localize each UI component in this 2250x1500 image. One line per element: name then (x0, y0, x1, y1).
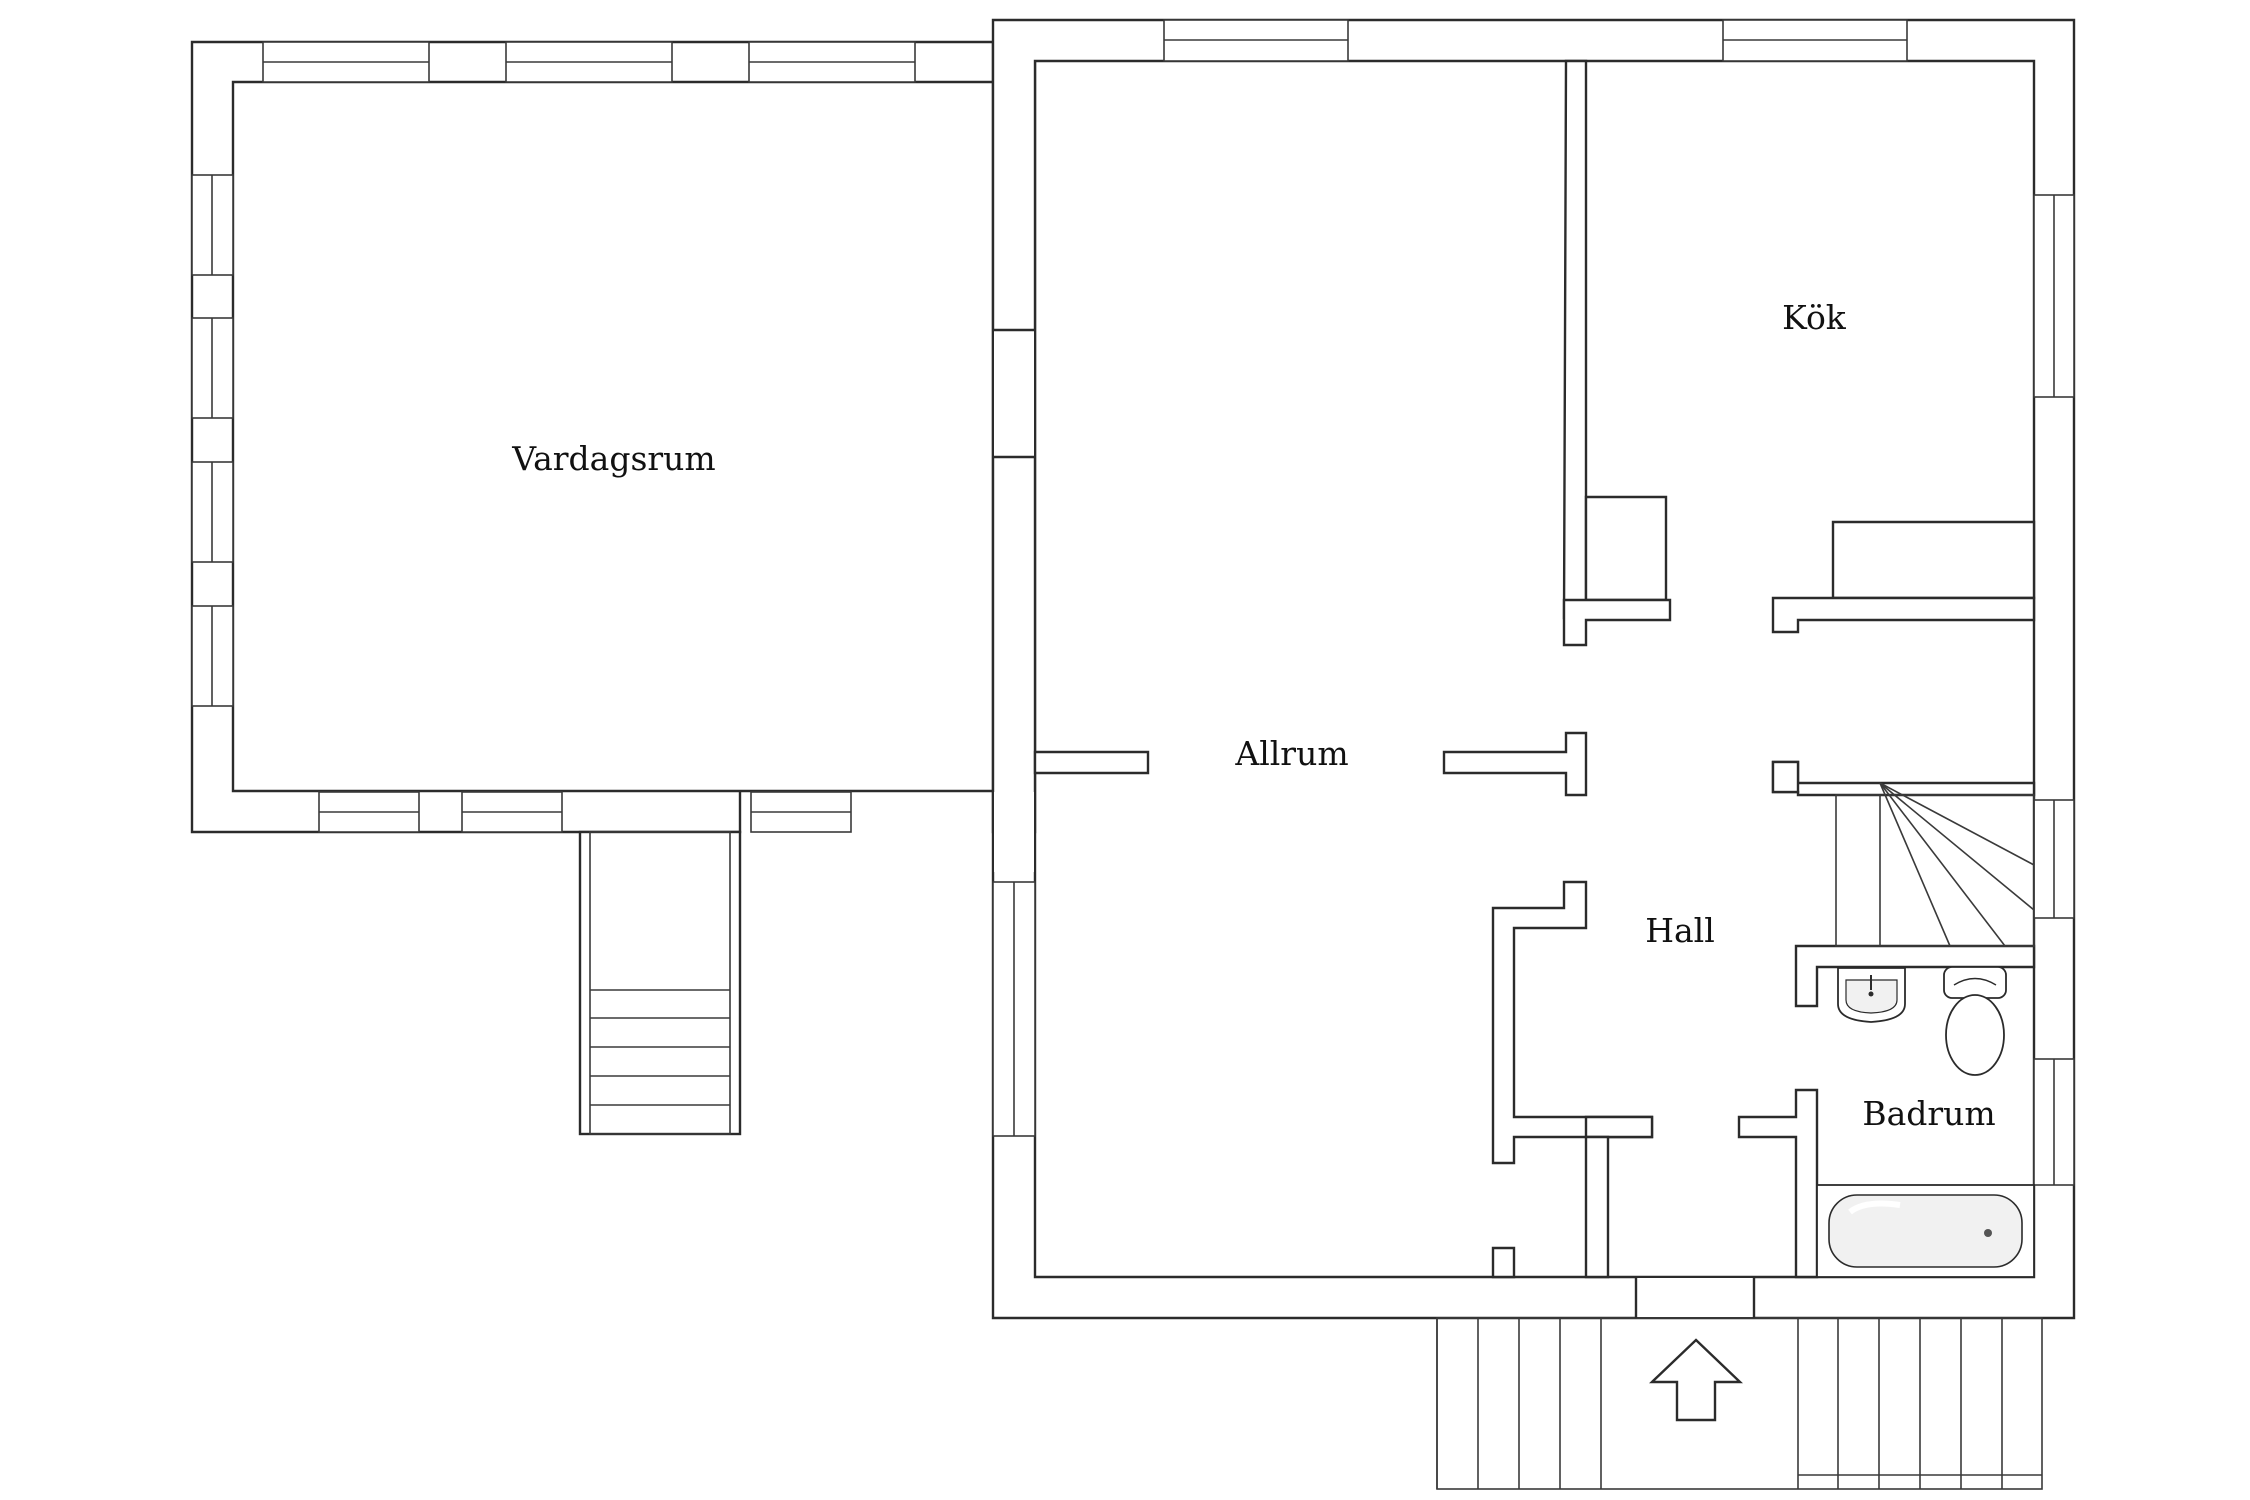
wall-hall-bottom-left (1584, 1115, 1654, 1139)
wall-allrum-bottom-stub (1491, 1246, 1516, 1279)
room-label-allrum: Allrum (1234, 734, 1348, 773)
wall-stair-top (1771, 760, 2036, 797)
stair-outline (1835, 794, 2035, 947)
toilet-icon (1943, 966, 2007, 1076)
stair-step (1879, 782, 2035, 911)
opening-vardagsrum-allrum (994, 331, 1034, 457)
stair-step (1879, 782, 2006, 947)
stair-frame (578, 830, 742, 1136)
kok-counter (1831, 520, 2036, 600)
vardagsrum-outer-wall (190, 40, 1037, 834)
stair-inner (589, 831, 731, 1135)
stair-step (1879, 782, 1951, 947)
windows (191, 19, 2075, 1186)
wall-allrum-kok (1562, 59, 1588, 620)
wall-gap-filler (994, 792, 1034, 872)
arrow-up-icon (1649, 1338, 1743, 1422)
wall-badrum-left (1737, 1088, 1819, 1279)
wall-stair-jamb (1771, 760, 1800, 794)
stair-step (1879, 782, 2035, 866)
entrance-deck (1436, 1277, 2043, 1490)
outdoor-stairs-left (578, 830, 742, 1136)
room-label-kok: Kök (1782, 298, 1847, 337)
inner-staircase (1835, 782, 2035, 947)
room-labels: Vardagsrum Allrum Kök Hall Badrum (511, 298, 1995, 1133)
wall-kok-bottom-left (1584, 495, 1668, 602)
wall-allrum-left-stub (1033, 750, 1150, 775)
room-label-vardagsrum: Vardagsrum (511, 439, 715, 478)
sink-icon (1837, 967, 1906, 1023)
entrance-door-opening (1636, 1278, 1754, 1317)
wall-kok-corner-right (1771, 596, 2036, 634)
exterior-walls (190, 18, 2076, 1320)
wall-kok-corner-left (1562, 598, 1672, 647)
interior-walls (1033, 59, 2036, 1279)
bathtub-icon (1816, 1184, 2035, 1278)
room-label-hall: Hall (1645, 911, 1715, 950)
room-label-badrum: Badrum (1862, 1094, 1995, 1133)
wall-hall-bottom-column (1584, 1135, 1610, 1279)
deck-outline (1436, 1317, 2043, 1490)
wall-allrum-right-stub (1442, 731, 1588, 797)
